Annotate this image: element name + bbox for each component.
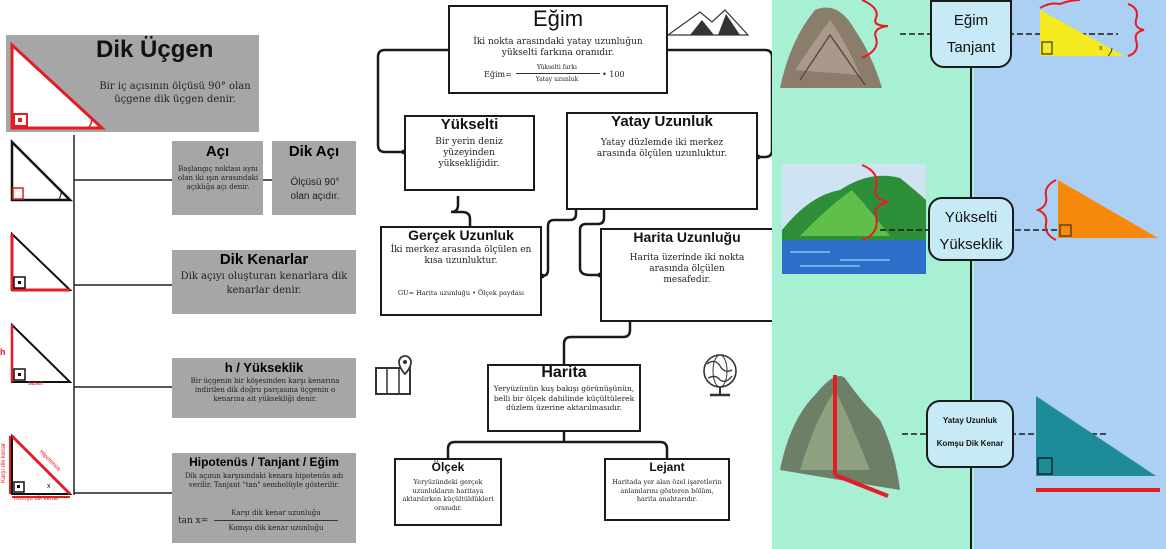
harita-title: Harita <box>541 364 587 381</box>
mountain-logo-icon <box>666 9 750 36</box>
egim-text: İki nokta arasındaki yatay uzunluğun yük… <box>473 37 643 58</box>
yukselti-yukseklik-label: Yükselti Yükseklik <box>928 197 1014 261</box>
yukselti-label: Yükselti <box>944 209 998 226</box>
dik-kenarlar-text: Dik açıyı oluşturan kenarlara dik kenarl… <box>180 271 348 296</box>
gercek-text: İki merkez arasında ölçülen en kısa uzun… <box>390 245 532 266</box>
olcek-title: Ölçek <box>431 460 465 474</box>
yatay-text: Yatay düzlemde iki merkez arasında ölçül… <box>596 138 728 159</box>
rocky-peak-icon <box>780 376 900 490</box>
hipotenus-title: Hipotenüs / Tanjant / Eğim <box>189 455 339 469</box>
lejant-box <box>604 458 730 521</box>
gercek-box <box>380 226 542 316</box>
hipotenus-formula-den: Komşu dik kenar uzunluğu <box>228 524 324 532</box>
yukseklik-title: h / Yükseklik <box>224 360 304 375</box>
taban-label: taban <box>28 381 44 387</box>
egim-label: Eğim <box>953 12 989 29</box>
yatay-komsu-label: Yatay Uzunluk Komşu Dik Kenar <box>926 400 1014 468</box>
dik-aci-text: Ölçüsü 90° olan açıdır. <box>290 177 340 202</box>
dik-aci-box <box>272 141 356 215</box>
hipotenus-text: Dik açının karşısındaki kenara hipotenüs… <box>184 472 344 489</box>
yukseklik-box <box>172 358 356 418</box>
main-triangle-icon <box>10 41 106 130</box>
egim-formula-bar <box>516 73 600 74</box>
harita-uz-title: Harita Uzunluğu <box>633 229 741 245</box>
hipotenus-box <box>172 453 356 543</box>
tri-x-label: x <box>1099 45 1103 52</box>
harita-box <box>487 364 641 432</box>
dik-aci-title: Dik Açı <box>288 143 340 160</box>
egim-formula-suffix: • 100 <box>602 70 625 79</box>
hipotenus-formula-prefix: tan x= <box>178 516 209 526</box>
gercek-formula: GU= Harita uzunluğu • Ölçek paydası <box>397 289 525 297</box>
hipotenus-formula-bar <box>214 520 338 521</box>
flowchart-connectors <box>375 9 774 458</box>
aci-text: Başlangıç noktası aynı olan iki ışın ara… <box>177 165 259 191</box>
egim-formula-prefix: Eğim= <box>484 70 512 79</box>
komsu-dik-kenar-label: Komşu Dik Kenar <box>936 439 1004 448</box>
harita-text: Yeryüzünün kuş bakışı görünüşünün, belli… <box>493 384 635 412</box>
hipotenus-formula-num: Karşı dik kenar uzunluğu <box>231 509 321 517</box>
yukselti-title: Yükselti <box>440 116 499 133</box>
map-icon <box>375 355 412 395</box>
egim-tanjant-label: Eğim Tanjant <box>930 0 1012 68</box>
yatay-title: Yatay Uzunluk <box>611 113 713 130</box>
yatay-uzunluk-label: Yatay Uzunluk <box>942 416 998 425</box>
tanjant-label: Tanjant <box>946 39 996 56</box>
h-label: h <box>0 347 6 357</box>
lejant-text: Haritada yer alan özel işaretlerin anlam… <box>612 478 722 503</box>
aci-title: Açı <box>205 143 230 160</box>
yatay-box <box>566 112 758 210</box>
left-triangle-icons <box>9 138 74 498</box>
olcek-text: Yeryüzündeki gerçek uzunlukların haritay… <box>402 478 494 512</box>
dik-kenarlar-box <box>172 250 356 314</box>
dik-kenarlar-title: Dik Kenarlar <box>219 251 309 268</box>
aci-box <box>172 141 263 215</box>
gercek-title: Gerçek Uzunluk <box>408 227 514 243</box>
harita-uz-text: Harita üzerinde iki nokta arasında ölçül… <box>629 253 745 285</box>
globe-icon <box>703 354 737 397</box>
olcek-box <box>394 458 502 526</box>
egim-box <box>448 5 668 94</box>
x-label: x <box>47 483 51 490</box>
yukselti-box <box>404 115 535 191</box>
komsu-label: Komşu dik kenar <box>14 496 59 502</box>
green-mountain-landscape <box>782 164 926 274</box>
rock-mountain-icon <box>780 7 882 88</box>
left-tree-lines <box>73 135 272 495</box>
yukseklik-text: Bir üçgenin bir köşesinden karşı kenarın… <box>190 377 340 403</box>
egim-formula-den: Yatay uzunluk <box>535 76 579 83</box>
dik-ucgen-text: Bir iç açısının ölçüsü 90° olan üçgene d… <box>99 81 251 105</box>
egim-formula-num: Yükselti farkı <box>537 64 577 71</box>
yukselti-text: Bir yerin deniz yüzeyinden yüksekliğidir… <box>435 137 503 169</box>
yukseklik-label: Yükseklik <box>939 236 1003 253</box>
dik-ucgen-title: Dik Üçgen <box>96 36 214 63</box>
lejant-title: Lejant <box>649 460 685 474</box>
egim-title: Eğim <box>532 6 584 31</box>
